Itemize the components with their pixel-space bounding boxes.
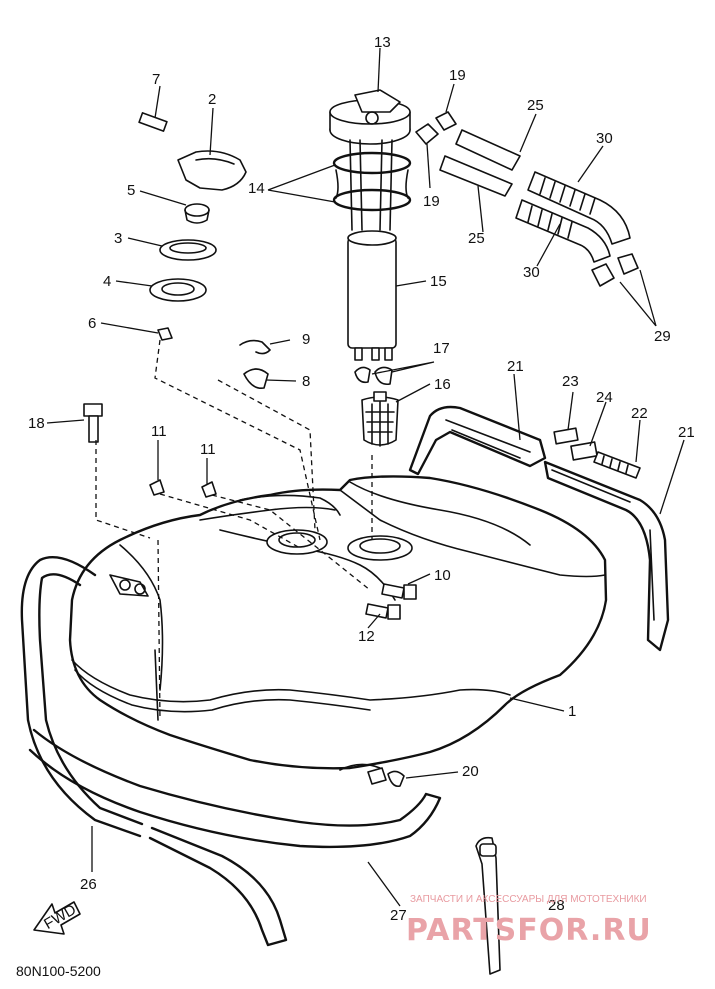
callout-19a: 19 [449, 67, 466, 84]
callout-8: 8 [302, 373, 310, 390]
small-fasteners [83, 327, 271, 498]
diagram-code: 80N100-5200 [16, 963, 101, 979]
callout-26: 26 [80, 876, 97, 893]
callout-21b: 21 [678, 424, 695, 441]
callout-29: 29 [654, 328, 671, 345]
leader-lines [46, 47, 685, 907]
callout-30a: 30 [596, 130, 613, 147]
callout-21a: 21 [507, 358, 524, 375]
callout-25b: 25 [468, 230, 485, 247]
callout-22: 22 [631, 405, 648, 422]
callout-20: 20 [462, 763, 479, 780]
callout-14: 14 [248, 180, 265, 197]
callout-6: 6 [88, 315, 96, 332]
callout-13: 13 [374, 34, 391, 51]
forward-direction-arrow: FWD [33, 901, 81, 935]
callout-1: 1 [568, 703, 576, 720]
callout-23: 23 [562, 373, 579, 390]
callout-15: 15 [430, 273, 447, 290]
callout-10: 10 [434, 567, 451, 584]
callout-9: 9 [302, 331, 310, 348]
callout-25a: 25 [527, 97, 544, 114]
callout-11a: 11 [151, 423, 167, 440]
assembly-dashed-lines [95, 339, 373, 721]
callout-18: 18 [28, 415, 45, 432]
fuel-cap-part-2 [138, 112, 247, 191]
callout-27: 27 [390, 907, 407, 924]
callout-19b: 19 [423, 193, 440, 210]
callout-30b: 30 [523, 264, 540, 281]
callout-17: 17 [433, 340, 450, 357]
watermark-logo: PARTSFOR.RU [406, 913, 652, 948]
callout-12: 12 [358, 628, 375, 645]
callout-16: 16 [434, 376, 451, 393]
callout-2: 2 [208, 91, 216, 108]
gasket-parts-3-4-5 [149, 203, 217, 302]
callout-7: 7 [152, 71, 160, 88]
fuel-tank-part-1 [68, 475, 608, 771]
callout-3: 3 [114, 230, 122, 247]
tank-strap-part-28 [475, 836, 501, 975]
callout-5: 5 [127, 182, 135, 199]
callout-11b: 11 [200, 441, 216, 458]
fuel-filter-part-16 [361, 391, 399, 447]
vent-hoses [415, 111, 639, 287]
drain-hoses-part-26-27 [20, 555, 442, 947]
callout-4: 4 [103, 273, 111, 290]
bolts-part-10-12 [365, 583, 417, 620]
watermark-tagline: ЗАПЧАСТИ И АКСЕССУАРЫ ДЛЯ МОТОТЕХНИКИ [410, 894, 647, 905]
tank-brackets-part-21 [408, 405, 670, 652]
fuel-pump-assembly [329, 89, 412, 361]
watermark: ЗАПЧАСТИ И АКСЕССУАРЫ ДЛЯ МОТОТЕХНИКИ PA… [406, 894, 652, 948]
callout-24: 24 [596, 389, 613, 406]
callout-28: 28 [548, 897, 565, 914]
hose-clips-part-17 [354, 366, 393, 386]
part-callouts: 1 2 3 4 5 6 7 8 9 10 11 11 12 13 14 15 1… [28, 34, 695, 924]
